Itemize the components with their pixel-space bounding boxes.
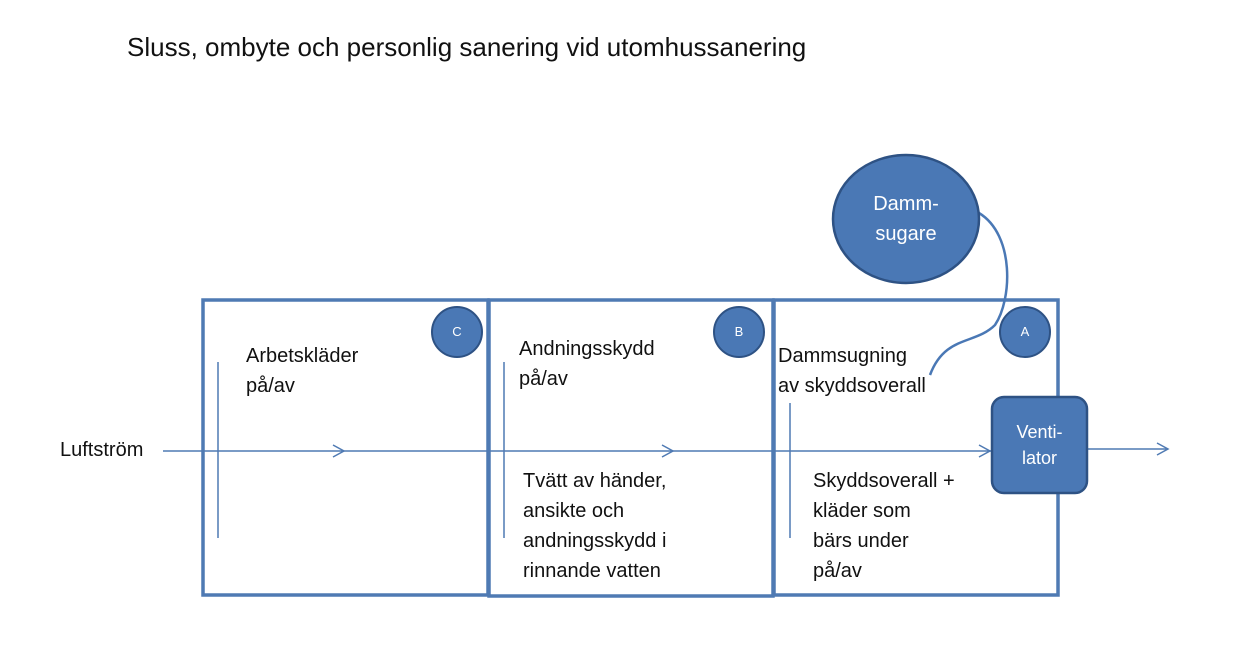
badge-b-circle [713, 306, 765, 358]
zone-b-bottom-label: Tvätt av händer, ansikte och andningssky… [523, 470, 667, 582]
vacuum-cleaner-circle [831, 153, 981, 285]
arrow-head-b [661, 444, 675, 458]
zone-c-top-label: Arbetskläder på/av [246, 345, 359, 397]
badge-a-circle [999, 306, 1051, 358]
badge-c-label: C [452, 324, 462, 339]
badge-c-circle [431, 306, 483, 358]
badge-a-label: A [1020, 324, 1030, 339]
badge-b-label: B [734, 324, 744, 339]
zone-a-top-label: Dammsugning av skyddsoverall [778, 345, 926, 397]
ventilator-label: Venti- lator [1016, 422, 1063, 468]
arrow-head-a [978, 444, 992, 458]
zone-a-bottom-label: Skyddsoverall + kläder som bärs under på… [813, 470, 955, 582]
vacuum-hose [928, 211, 1009, 376]
ventilator-box [990, 395, 1089, 495]
vacuum-cleaner-label: Damm- sugare [873, 193, 939, 245]
arrow-head-c [332, 444, 346, 458]
airflow-label: Luftström [60, 439, 144, 461]
zone-b-top-label: Andningsskydd på/av [519, 338, 655, 390]
arrow-head-out [1156, 442, 1170, 456]
page-title: Sluss, ombyte och personlig sanering vid… [127, 32, 807, 62]
